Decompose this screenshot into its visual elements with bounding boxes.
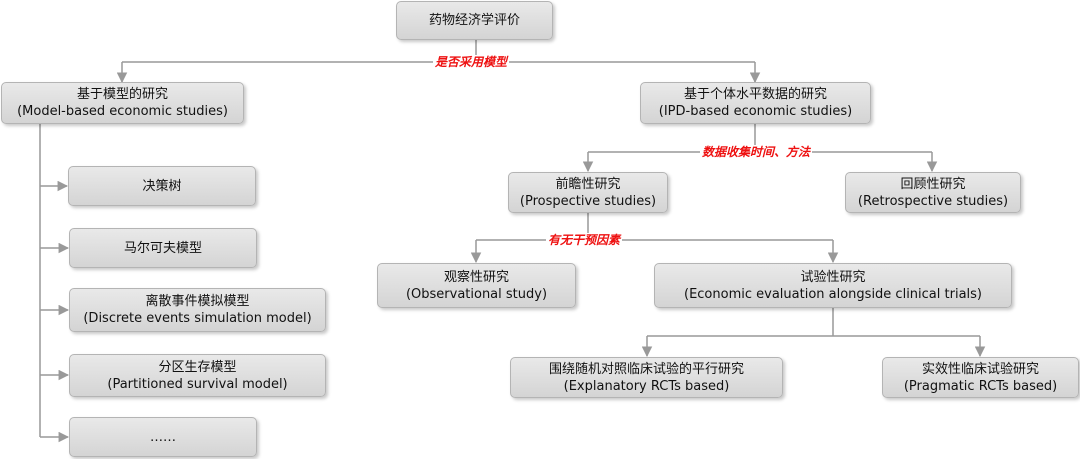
node-pragmatic: 实效性临床试验研究 (Pragmatic RCTs based) xyxy=(882,357,1079,398)
node-partitioned-survival-sublabel: (Partitioned survival model) xyxy=(107,376,288,392)
node-root-label: 药物经济学评价 xyxy=(428,13,520,28)
node-partitioned-survival: 分区生存模型 (Partitioned survival model) xyxy=(69,354,326,397)
condition-label-intervention: 有无干预因素 xyxy=(546,233,623,247)
node-ipd-based: 基于个体水平数据的研究 (IPD-based economic studies) xyxy=(640,82,871,124)
node-markov: 马尔可夫模型 xyxy=(69,228,257,268)
node-ipd-based-sublabel: (IPD-based economic studies) xyxy=(658,104,853,119)
condition-label-data-collection: 数据收集时间、方法 xyxy=(700,145,813,159)
node-decision-tree-label: 决策树 xyxy=(142,178,182,194)
node-experimental-sublabel: (Economic evaluation alongside clinical … xyxy=(684,286,982,302)
node-prospective-label: 前瞻性研究 xyxy=(555,176,621,192)
node-root: 药物经济学评价 xyxy=(396,1,553,40)
node-discrete-events-label: 离散事件模拟模型 xyxy=(145,294,250,309)
node-observational-sublabel: (Observational study) xyxy=(405,286,548,302)
node-model-based-label: 基于模型的研究 xyxy=(76,87,168,102)
node-discrete-events: 离散事件模拟模型 (Discrete events simulation mod… xyxy=(69,288,326,332)
node-experimental: 试验性研究 (Economic evaluation alongside cli… xyxy=(654,263,1012,308)
node-observational-label: 观察性研究 xyxy=(443,269,509,285)
node-ipd-based-label: 基于个体水平数据的研究 xyxy=(683,87,827,102)
node-discrete-events-sublabel: (Discrete events simulation model) xyxy=(83,311,312,326)
node-retrospective-label: 回顾性研究 xyxy=(900,176,966,192)
node-explanatory: 围绕随机对照临床试验的平行研究 (Explanatory RCTs based) xyxy=(510,357,783,398)
node-markov-label: 马尔可夫模型 xyxy=(123,240,202,256)
node-model-based-sublabel: (Model-based economic studies) xyxy=(17,104,228,119)
node-prospective-sublabel: (Prospective studies) xyxy=(519,193,657,209)
node-ellipsis: …… xyxy=(69,417,257,457)
node-pragmatic-sublabel: (Pragmatic RCTs based) xyxy=(903,378,1058,394)
node-ellipsis-label: …… xyxy=(150,429,176,445)
condition-label-model-use: 是否采用模型 xyxy=(433,55,510,69)
node-pragmatic-label: 实效性临床试验研究 xyxy=(921,361,1039,377)
node-retrospective-sublabel: (Retrospective studies) xyxy=(857,193,1009,209)
node-partitioned-survival-label: 分区生存模型 xyxy=(158,359,237,375)
node-decision-tree: 决策树 xyxy=(68,166,256,206)
node-explanatory-label: 围绕随机对照临床试验的平行研究 xyxy=(548,361,744,377)
node-experimental-label: 试验性研究 xyxy=(800,269,866,285)
node-model-based: 基于模型的研究 (Model-based economic studies) xyxy=(1,82,244,124)
node-observational: 观察性研究 (Observational study) xyxy=(377,263,576,308)
node-retrospective: 回顾性研究 (Retrospective studies) xyxy=(845,172,1021,213)
node-prospective: 前瞻性研究 (Prospective studies) xyxy=(508,172,668,213)
node-explanatory-sublabel: (Explanatory RCTs based) xyxy=(563,378,730,394)
